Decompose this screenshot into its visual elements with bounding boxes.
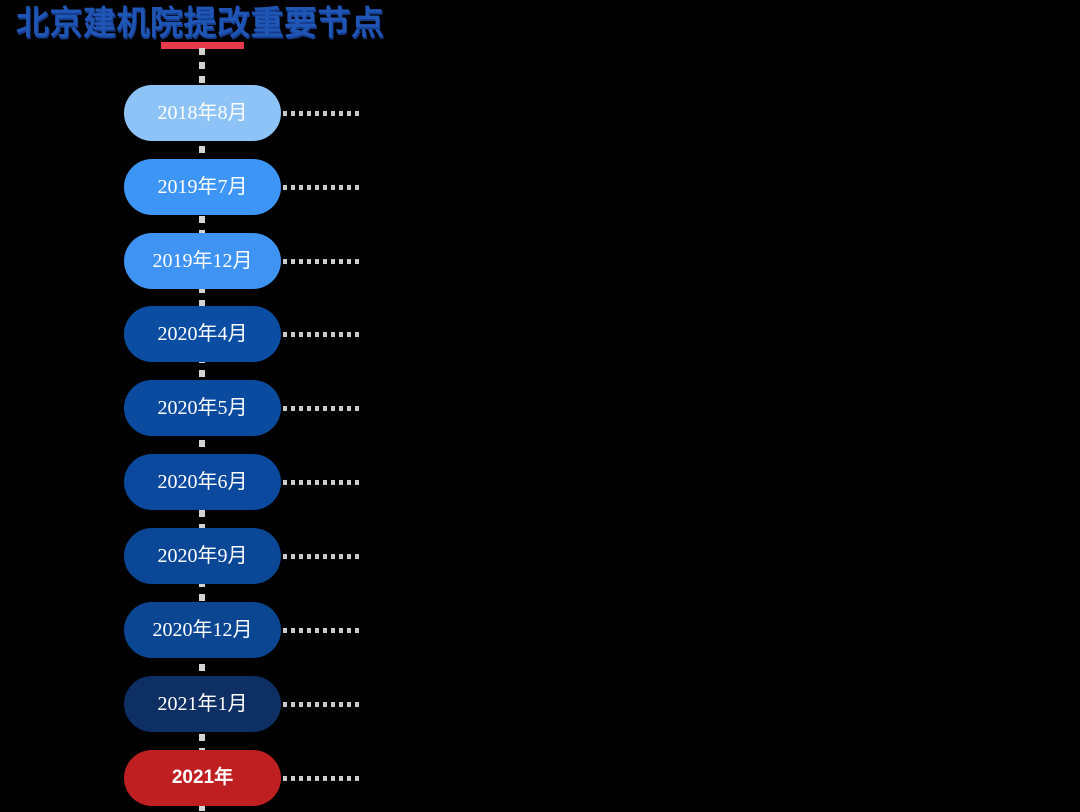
- timeline-pill-label: 2020年5月: [157, 397, 248, 419]
- page-title-shadow: 北京建机院提改重要节点: [17, 6, 386, 43]
- timeline-item: 2020年5月: [0, 380, 1080, 436]
- page-title-text: 北京建机院提改重要节点: [16, 4, 385, 41]
- timeline-pill-label: 2020年6月: [157, 471, 248, 493]
- timeline-connector-dotted-line: [283, 628, 362, 633]
- timeline-connector-dotted-line: [283, 259, 362, 264]
- timeline-pill[interactable]: 2020年12月: [124, 602, 281, 658]
- timeline-item: 2021年1月: [0, 676, 1080, 732]
- timeline-connector-dotted-line: [283, 111, 362, 116]
- timeline-item: 2018年8月: [0, 85, 1080, 141]
- timeline-pill-label: 2019年12月: [152, 250, 253, 272]
- title-underline-bar: [161, 42, 244, 49]
- timeline-pill[interactable]: 2019年7月: [124, 159, 281, 215]
- timeline-pill-label: 2020年9月: [157, 545, 248, 567]
- timeline-connector-dotted-line: [283, 332, 362, 337]
- timeline-pill[interactable]: 2021年1月: [124, 676, 281, 732]
- timeline-connector-dotted-line: [283, 185, 362, 190]
- timeline-pill[interactable]: 2021年: [124, 750, 281, 806]
- timeline-pill-label: 2019年7月: [157, 176, 248, 198]
- timeline-pill-label: 2018年8月: [157, 102, 248, 124]
- timeline-pill-label: 2021年: [171, 767, 234, 788]
- timeline-item: 2020年6月: [0, 454, 1080, 510]
- timeline-pill[interactable]: 2019年12月: [124, 233, 281, 289]
- timeline-item: 2021年: [0, 750, 1080, 806]
- timeline-connector-dotted-line: [283, 776, 362, 781]
- page-title: 北京建机院提改重要节点 北京建机院提改重要节点: [16, 2, 436, 46]
- timeline-pill[interactable]: 2020年5月: [124, 380, 281, 436]
- timeline-connector-dotted-line: [283, 554, 362, 559]
- timeline-pill[interactable]: 2020年9月: [124, 528, 281, 584]
- timeline-pill-label: 2020年12月: [152, 619, 253, 641]
- timeline-connector-dotted-line: [283, 480, 362, 485]
- timeline-item: 2019年7月: [0, 159, 1080, 215]
- timeline-pill-label: 2021年1月: [157, 693, 248, 715]
- timeline-pill[interactable]: 2020年4月: [124, 306, 281, 362]
- timeline-item: 2019年12月: [0, 233, 1080, 289]
- timeline-pill[interactable]: 2018年8月: [124, 85, 281, 141]
- timeline-item: 2020年9月: [0, 528, 1080, 584]
- timeline-pill[interactable]: 2020年6月: [124, 454, 281, 510]
- timeline-connector-dotted-line: [283, 406, 362, 411]
- timeline-pill-label: 2020年4月: [157, 323, 248, 345]
- timeline-item: 2020年4月: [0, 306, 1080, 362]
- timeline-item: 2020年12月: [0, 602, 1080, 658]
- timeline-connector-dotted-line: [283, 702, 362, 707]
